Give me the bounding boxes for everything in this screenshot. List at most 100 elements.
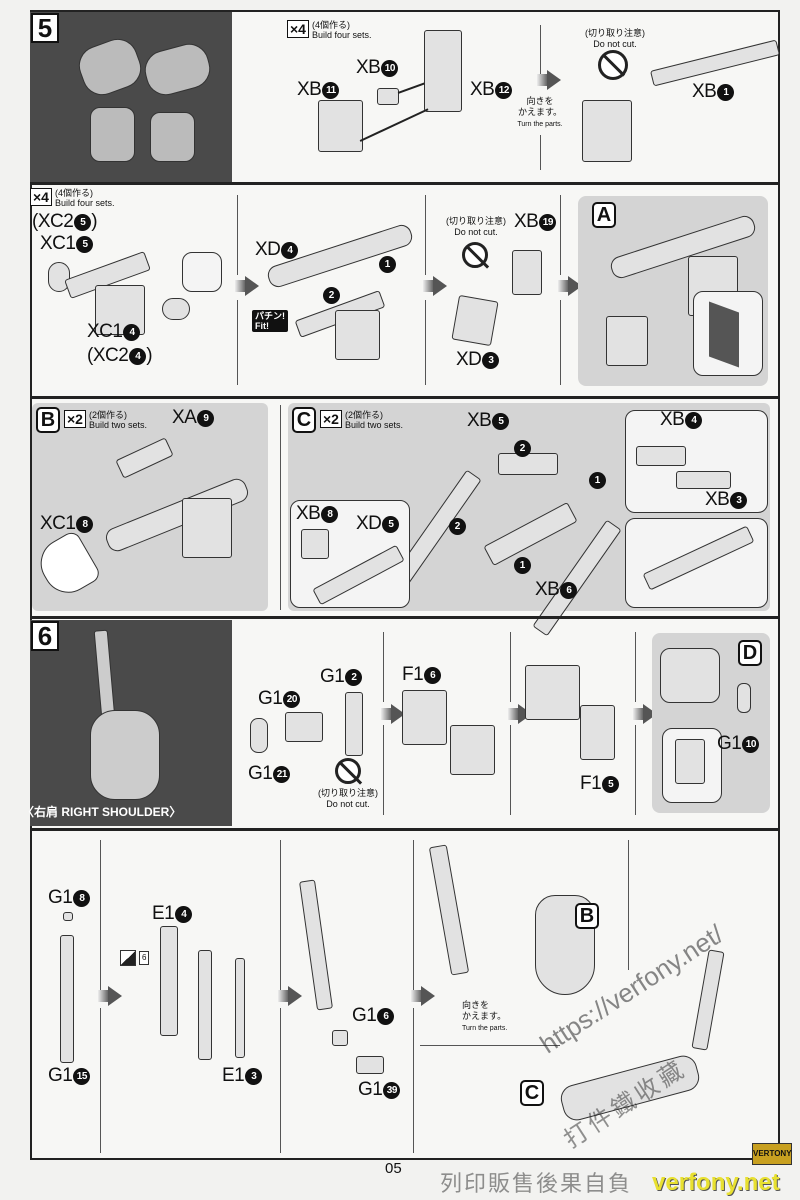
- illustration-shape: (2個作る)Build two sets.: [345, 410, 403, 430]
- part-number: 10: [381, 60, 399, 77]
- illustration-shape: [675, 739, 705, 784]
- illustration-shape: [660, 648, 720, 703]
- illustration-shape: (切り取り注意): [318, 788, 378, 798]
- illustration-shape: Build two sets.: [88, 420, 147, 430]
- next-step-arrow-icon: [391, 704, 405, 724]
- illustration-shape: (XC2: [87, 345, 129, 366]
- next-step-arrow: [235, 280, 245, 292]
- illustration-shape: (切り取り注意): [446, 216, 506, 226]
- subassembly-b-label: B: [575, 903, 599, 929]
- divider: [425, 195, 426, 275]
- divider: [30, 828, 780, 831]
- no-cut-icon: [335, 758, 361, 784]
- no-cut-icon: [462, 242, 488, 268]
- next-step-arrow-icon: [421, 986, 435, 1006]
- divider: [413, 1008, 414, 1153]
- illustration-shape: XC1: [40, 513, 76, 534]
- part-xb11: [318, 100, 363, 152]
- part-g120: [285, 712, 323, 742]
- section-label: 〈右肩 RIGHT SHOULDER〉: [22, 805, 182, 819]
- illustration-shape: [709, 301, 739, 368]
- illustration-shape: G1: [248, 763, 273, 784]
- illustration-shape: [676, 471, 731, 489]
- illustration-shape: [662, 728, 722, 803]
- part-xb10: [377, 88, 399, 105]
- sticker-ref: 6: [139, 951, 150, 965]
- divider: [280, 1008, 281, 1153]
- part-number: 5: [74, 214, 92, 231]
- illustration-shape: XB: [470, 79, 495, 100]
- illustration-shape: XD: [456, 349, 482, 370]
- part-block: [525, 665, 580, 720]
- part-number: 8: [76, 516, 94, 533]
- subassembly-c-label: C: [520, 1080, 544, 1106]
- part-xb12: [424, 30, 462, 112]
- divider: [237, 300, 238, 385]
- part-xc14: [162, 298, 190, 320]
- part-number: 3: [730, 492, 748, 509]
- part-number: 4: [175, 906, 193, 923]
- next-step-arrow: [508, 708, 518, 720]
- next-step-arrow-icon: [245, 276, 259, 296]
- illustration-shape: G1: [320, 666, 345, 687]
- do-not-cut-note: (切り取り注意)Do not cut.: [446, 216, 506, 238]
- illustration-shape: [182, 498, 232, 558]
- divider: [30, 616, 780, 619]
- part-number: 15: [73, 1068, 91, 1085]
- divider: [30, 182, 780, 185]
- part-e14: [160, 926, 178, 1036]
- illustration-shape: [737, 683, 751, 713]
- subassembly-d-label: D: [738, 640, 762, 666]
- illustration-shape: Build two sets.: [344, 420, 403, 430]
- do-not-cut-note: (切り取り注意)Do not cut.: [318, 788, 378, 810]
- part-number: 4: [123, 324, 141, 341]
- part-number: 5: [76, 236, 94, 253]
- sticker-icon: [120, 950, 136, 966]
- illustration-shape: [642, 525, 755, 591]
- part-number: 12: [495, 82, 513, 99]
- illustration-shape: [483, 501, 578, 567]
- next-step-arrow-icon: [108, 986, 122, 1006]
- part-number: 1: [717, 84, 735, 101]
- illustration-shape: [90, 710, 160, 800]
- divider: [510, 725, 511, 815]
- illustration-shape: [693, 291, 763, 376]
- illustration-shape: G1: [258, 688, 283, 709]
- part-number: 5: [602, 776, 620, 793]
- divider: [30, 396, 780, 399]
- illustration-shape: [31, 529, 103, 602]
- divider: [540, 135, 541, 170]
- illustration-shape: F1: [402, 664, 424, 685]
- part-xb19: [512, 250, 542, 295]
- build-count-en: Build four sets.: [311, 30, 372, 40]
- part-g16: [332, 1030, 348, 1046]
- divider: [383, 632, 384, 702]
- detail-callout: [182, 252, 222, 292]
- part-number: 11: [322, 82, 340, 99]
- part-g115: [60, 935, 74, 1063]
- divider: [510, 632, 511, 702]
- part-number: 3: [245, 1068, 263, 1085]
- part-number: 20: [283, 691, 301, 708]
- turn-parts-note: 向きをかえます。Turn the parts.: [515, 96, 565, 130]
- step-number: 5: [31, 13, 59, 43]
- part-f15: [580, 705, 615, 760]
- do-not-cut-note: (切り取り注意)Do not cut.: [585, 28, 645, 50]
- next-step-arrow-icon: [288, 986, 302, 1006]
